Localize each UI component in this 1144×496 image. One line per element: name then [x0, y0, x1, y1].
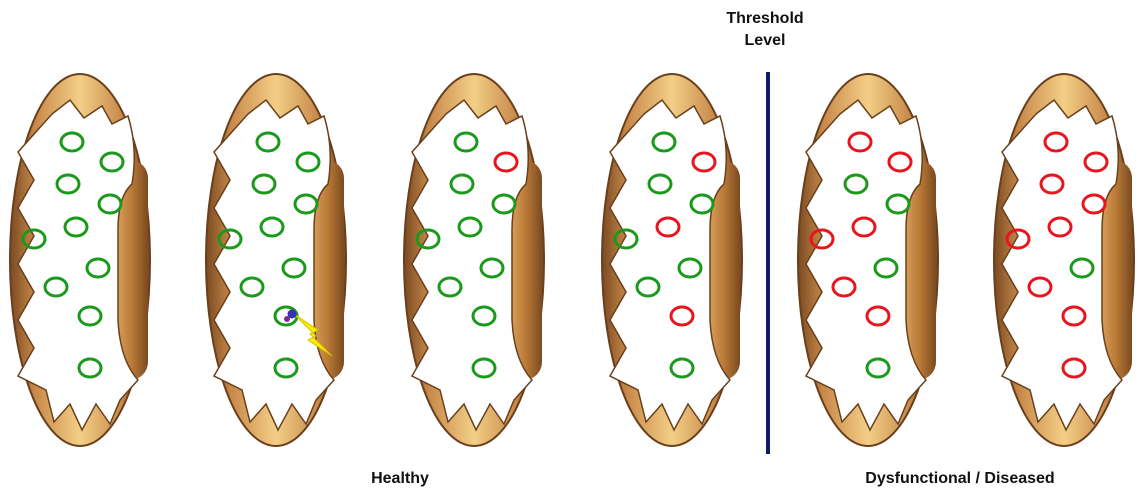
mitochondrion [798, 74, 938, 446]
damage-molecule-icon [284, 316, 290, 322]
threshold-label-line-2: Level [700, 30, 830, 52]
mitochondrion [404, 74, 544, 446]
mitochondrion [206, 74, 346, 446]
mitochondrion [994, 74, 1134, 446]
mitochondrion [10, 74, 150, 446]
threshold-level-label: Threshold Level [700, 8, 830, 52]
mitochondrion [602, 74, 742, 446]
healthy-label: Healthy [300, 470, 500, 488]
diseased-label: Dysfunctional / Diseased [820, 470, 1100, 488]
threshold-label-line-1: Threshold [700, 8, 830, 30]
